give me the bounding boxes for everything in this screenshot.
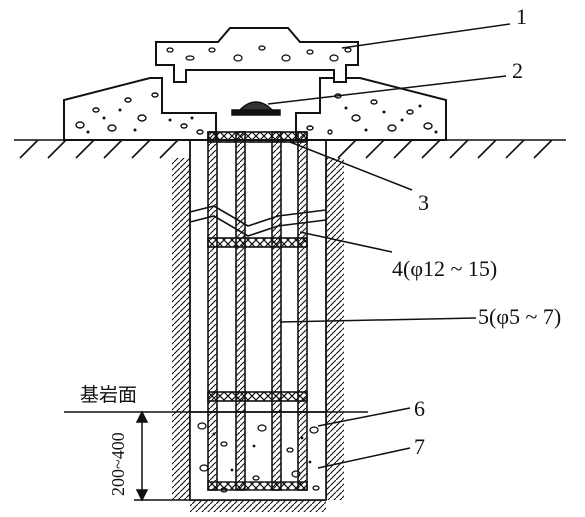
- stirrups: [207, 131, 308, 402]
- leader-lines: [267, 23, 511, 469]
- callout-3: 3: [418, 190, 429, 215]
- base-aggregate: [75, 92, 433, 135]
- depth-dimension: [134, 410, 190, 502]
- callout-5: 5(φ5 ~ 7): [478, 304, 562, 329]
- benchmark-mark: [231, 101, 281, 116]
- callout-4: 4(φ12 ~ 15): [392, 256, 498, 281]
- bedrock-surface-label: 基岩面: [80, 384, 138, 406]
- callout-1: 1: [516, 4, 527, 29]
- left-soil-hatch: [172, 158, 190, 500]
- callout-6: 6: [414, 396, 425, 421]
- callout-7: 7: [414, 434, 425, 459]
- right-soil-hatch: [326, 158, 344, 500]
- cover-slab: [155, 27, 359, 83]
- depth-dimension-label: 200~400: [108, 432, 128, 496]
- bottom-soil-hatch: [190, 500, 326, 512]
- cover-aggregate: [166, 45, 352, 62]
- concrete-base: [63, 77, 447, 141]
- callout-2: 2: [512, 58, 523, 83]
- concrete-plug: [189, 411, 327, 501]
- break-lines: [189, 205, 327, 237]
